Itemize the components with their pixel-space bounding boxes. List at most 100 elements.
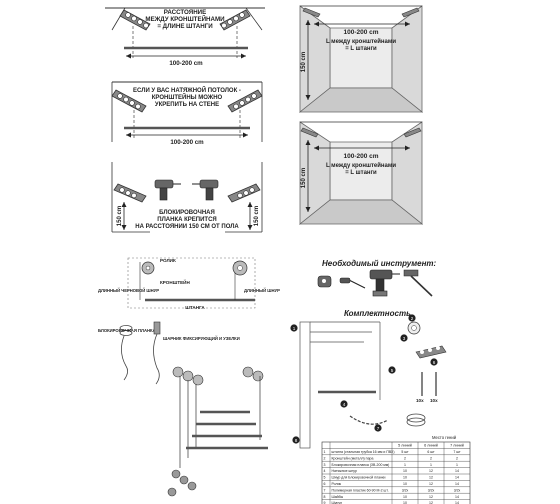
table-cell: 8 [324, 495, 326, 499]
note-equals-rod: = ДЛИНЕ ШТАНГИ [157, 23, 213, 30]
height-label-left: 150 cm [117, 206, 123, 226]
bracket-left-wall-icon [111, 89, 147, 113]
label-long-cord: ДЛИННЫЙ ЧЕРНОВОЙ ШНУР [98, 288, 159, 293]
note-mount-on-wall: УКРЕПИТЬ НА СТЕНЕ [155, 102, 219, 108]
table-cell: Полимерная пластик 60-90 M-2 шт. [332, 488, 389, 492]
assembly-frame [127, 257, 256, 309]
kit-number-3: 3 [400, 334, 408, 342]
kit-chain-icon [349, 415, 389, 425]
room2-note-distance: L между кронштейнами [326, 162, 396, 169]
table-cell: 14 [455, 495, 459, 499]
kit-screws-icon [421, 372, 437, 396]
table-cell: 5 шт [401, 450, 409, 454]
table-caption: Место гений [432, 435, 457, 440]
kit-number-5: 5 [388, 366, 396, 374]
kit-cord-coil-icon [406, 413, 426, 427]
dryer-extended [167, 366, 268, 497]
room-diagram-2: 100-200 cm L между кронштейнами = L штан… [298, 121, 424, 225]
room1-note-distance: L между кронштейнами [326, 38, 396, 45]
kit-number-7: 7 [374, 424, 382, 432]
label-lock-plank: БЛОКИРОВОЧНАЯ ПЛАНКА [98, 328, 156, 333]
table-cell: 3/2x [454, 488, 461, 492]
bracket-assembly-icon [232, 260, 248, 276]
table-cell: Шуруп [332, 501, 343, 504]
table-cell: 10 [403, 495, 407, 499]
tape-measure-icon [317, 275, 332, 288]
table-cell: 10 [403, 501, 407, 504]
svg-text:5: 5 [391, 368, 394, 373]
note-lock-plank: БЛОКИРОВОЧНАЯ [159, 210, 215, 216]
roller-icon [141, 261, 155, 275]
bracket-left-icon [119, 9, 151, 31]
kit-dryer-icon [299, 321, 381, 449]
table-cell: 1 [456, 463, 458, 467]
table-cell: Блокировочная планка (ЗВ-200 мм) [332, 463, 390, 467]
svg-text:6: 6 [433, 360, 436, 365]
table-cell: 12 [429, 476, 433, 480]
svg-text:7: 7 [377, 426, 380, 431]
table-cell: 5 [324, 476, 326, 480]
table-header-cell: 5 линий [398, 444, 412, 448]
kit-title: Комплектность [344, 309, 411, 318]
table-cell: штанга (стальная трубка 16 мм и ПВХ) [332, 450, 395, 454]
kit-section: Комплектность 10x 10x [290, 309, 447, 449]
room1-note-rod: = L штанги [345, 46, 377, 52]
hammer-icon [403, 269, 433, 297]
table-cell: 6 шт [427, 450, 435, 454]
dimension-label-2: 100-200 cm [170, 139, 204, 146]
kit-number-8: 8 [292, 436, 300, 444]
kit-number-1: 1 [290, 324, 298, 332]
table-cell: 10 [403, 476, 407, 480]
svg-text:1: 1 [293, 326, 296, 331]
table-cell: 9 [324, 501, 326, 504]
tools-title: Необходимый инструмент: [322, 259, 437, 268]
kit-number-6: 6 [430, 358, 438, 366]
table-cell: 3/2x [428, 488, 435, 492]
kit-number-4: 4 [340, 400, 348, 408]
kit-label-b: 10x [430, 398, 438, 403]
label-bracket: КРОНШТЕЙН [160, 278, 190, 285]
table-cell: Натяжное шнур [332, 469, 357, 473]
table-cell: 7 шт [453, 450, 461, 454]
panel-wall-mount: ЕСЛИ У ВАС НАТЯЖНОЙ ПОТОЛОК - КРОНШТЕЙНЫ… [111, 81, 263, 146]
table-cell: 2 [324, 456, 326, 460]
table-cell: 12 [429, 501, 433, 504]
cordless-drill-icon [369, 269, 400, 297]
table-cell: 1 [430, 463, 432, 467]
dimension-label: 100-200 cm [169, 60, 203, 67]
label-rod: ШТАНГА [185, 305, 205, 310]
room2-height-label: 150 cm [301, 168, 307, 188]
table-cell: 14 [455, 501, 459, 504]
note-between-brackets: МЕЖДУ КРОНШТЕЙНАМИ [145, 15, 225, 23]
table-cell: 3/2x [402, 488, 409, 492]
parts-assembly: РОЛИК КРОНШТЕЙН ДЛИННЫЙ ЧЕРНОВОЙ ШНУР ДЛ… [98, 257, 280, 385]
table-cell: 10 [403, 482, 407, 486]
room2-bracket-left-icon [300, 127, 319, 138]
table-cell: 1 [324, 450, 326, 454]
table-cell: 2 [404, 456, 406, 460]
note-150cm-floor: НА РАССТОЯНИИ 150 СМ ОТ ПОЛА [135, 224, 239, 230]
kit-label-a: 10x [416, 398, 424, 403]
table-cell: Шнур для Блокировочной планки [332, 476, 386, 480]
label-roller: РОЛИК [160, 258, 176, 263]
table-cell: 2 [430, 456, 432, 460]
table-frame [321, 441, 471, 504]
table-cell: 4 [324, 469, 326, 473]
note-is-mounted: ПЛАНКА КРЕПИТСЯ [157, 217, 216, 223]
svg-text:3: 3 [403, 336, 406, 341]
dryer-rollers-icon [172, 366, 264, 386]
table-cell: 6 [324, 482, 326, 486]
panel-ceiling-mount: РАССТОЯНИЕ МЕЖДУ КРОНШТЕЙНАМИ = ДЛИНЕ ШТ… [105, 7, 265, 67]
room2-floor [298, 199, 424, 225]
label-long-cord-2: ДЛИННЫЙ ШНУР [244, 288, 280, 293]
room1-dimension-label: 100-200 cm [343, 29, 378, 36]
kit-roller-bracket-icon [415, 345, 447, 359]
table-header-cell: 6 линий [424, 444, 438, 448]
room1-bracket-left-icon [302, 7, 321, 18]
table-cell: 2 [456, 456, 458, 460]
table-cell: Кронштейн (металл) пара [332, 456, 374, 460]
table-cell: 1 [404, 463, 406, 467]
dryer-weights-icon [167, 469, 197, 497]
